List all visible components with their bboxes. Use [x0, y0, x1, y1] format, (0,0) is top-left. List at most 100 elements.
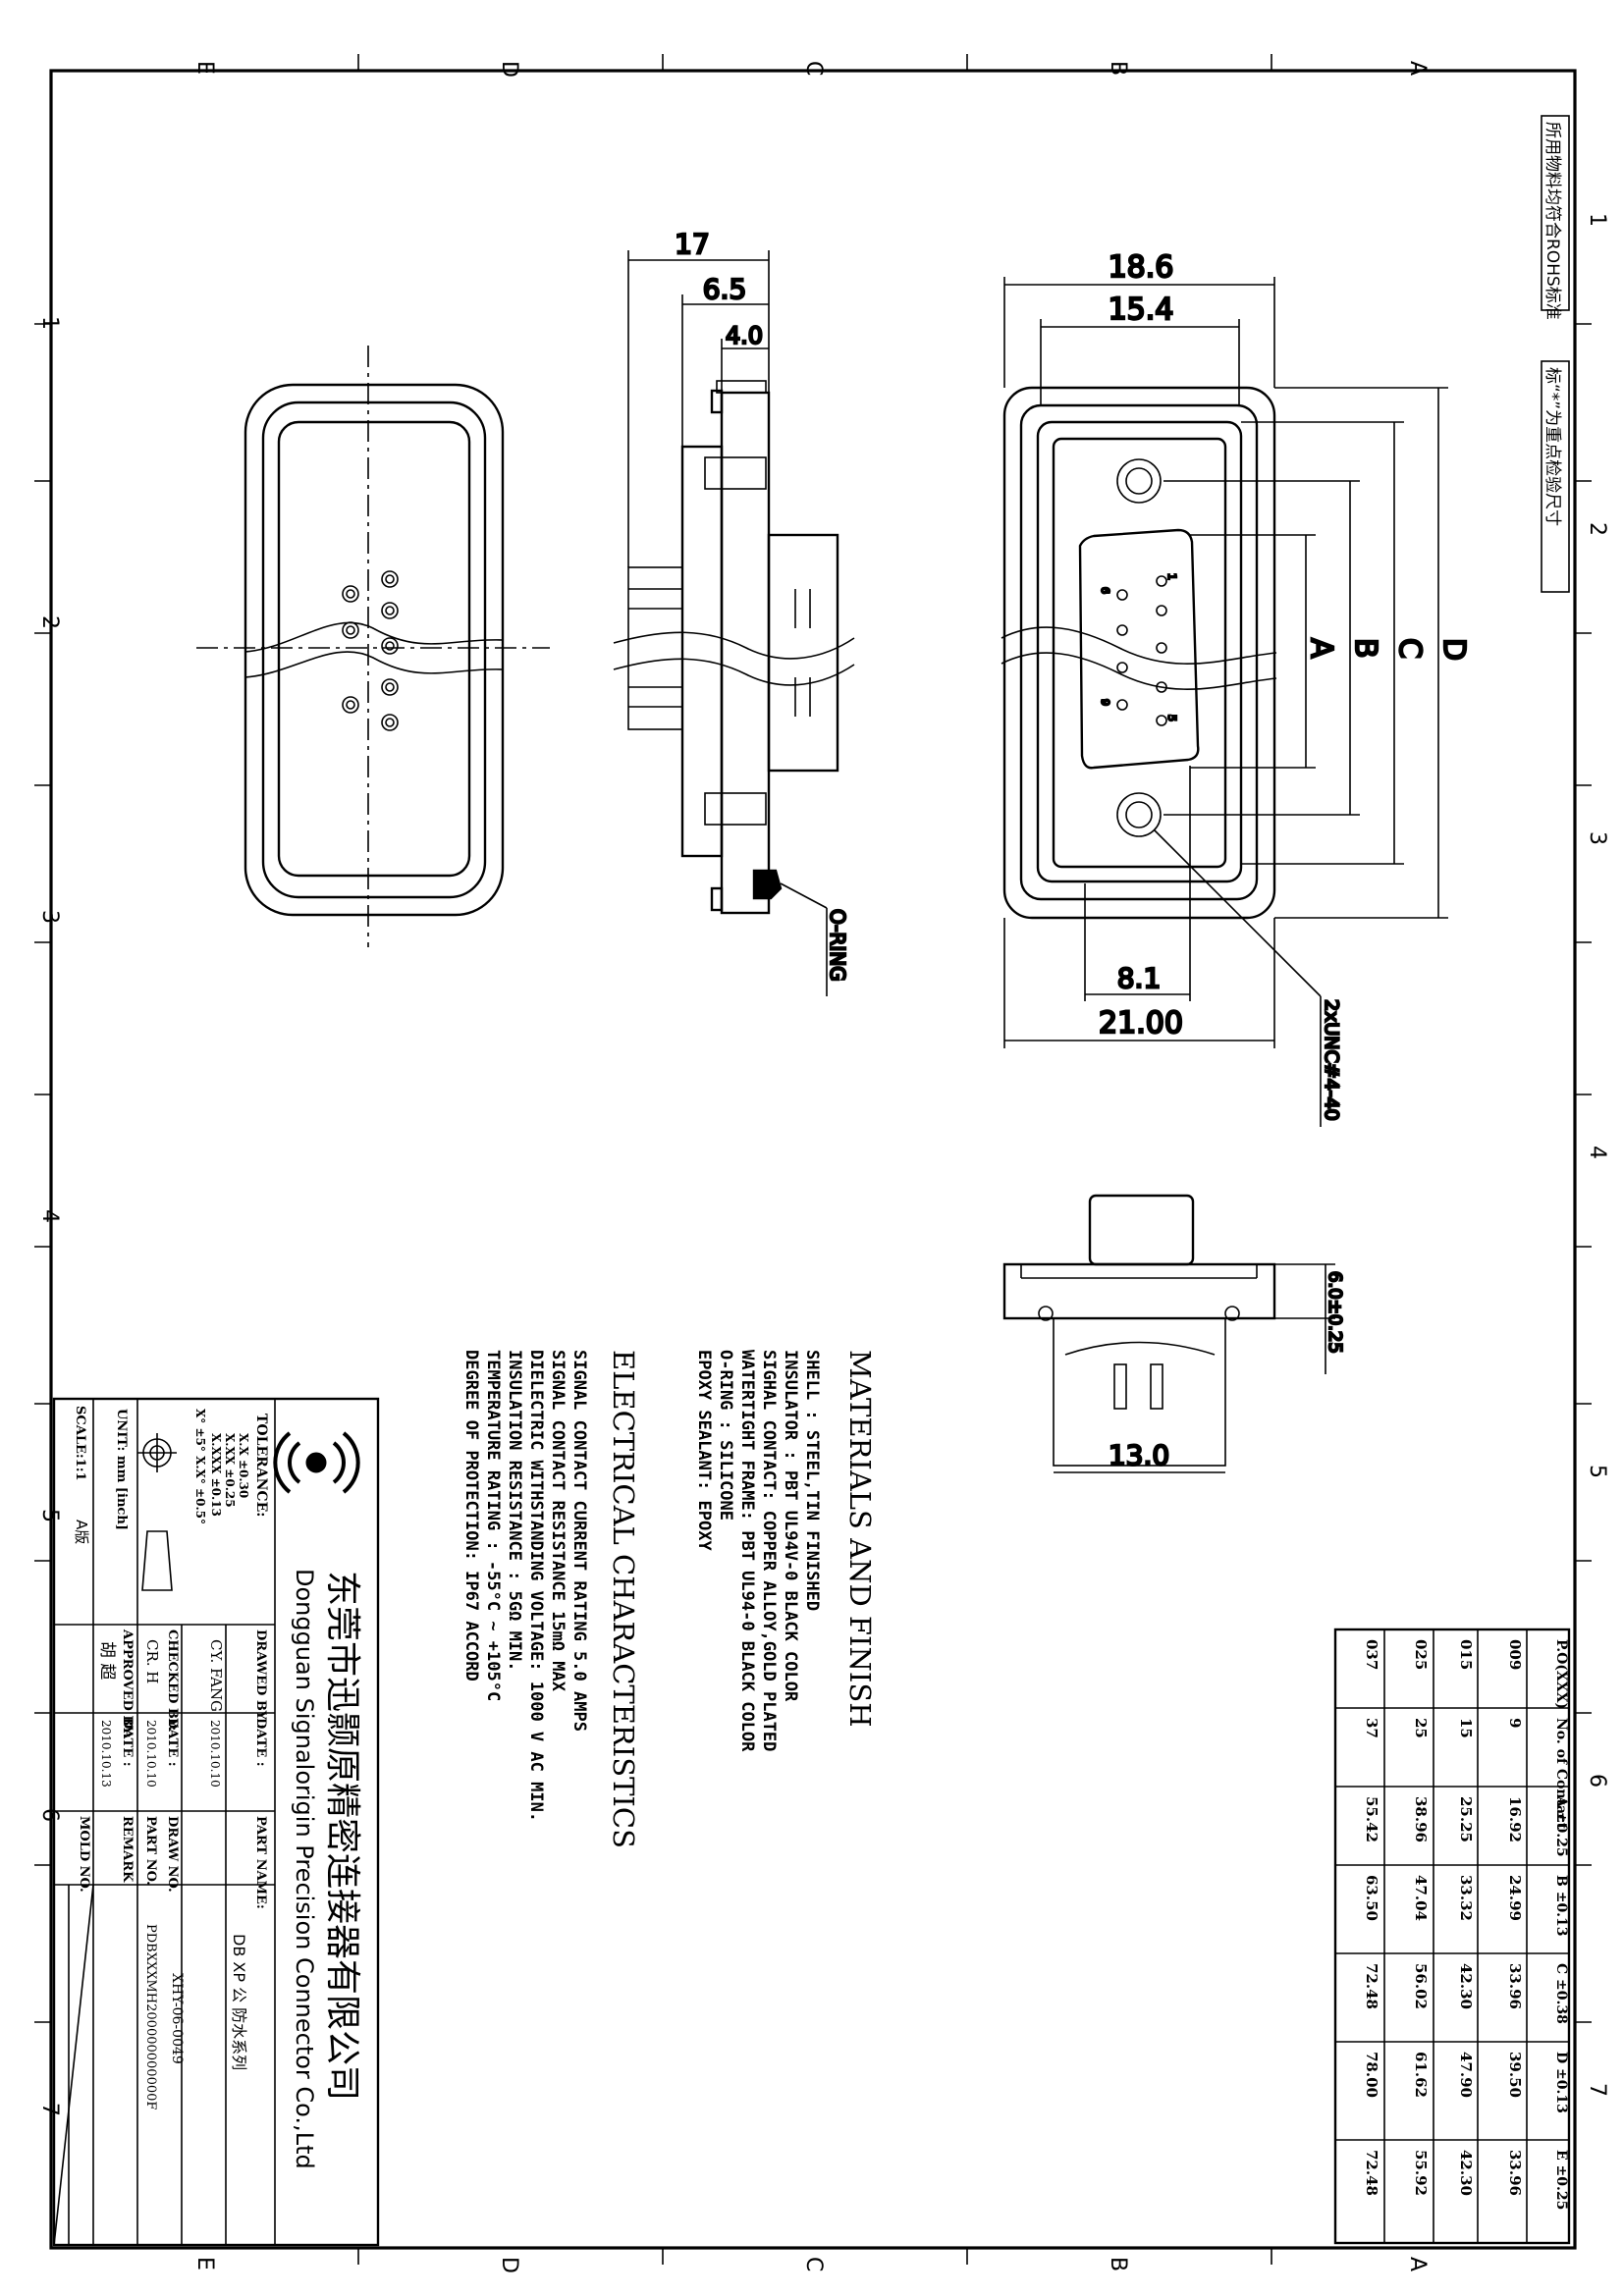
scale-label: SCALE:1:1 [73, 1406, 87, 1481]
drawed-by-label: DRAWED BY : [253, 1629, 268, 1729]
table-cell: 72.48 [1363, 2150, 1380, 2196]
col-letter-bottom-e: E [192, 2257, 217, 2270]
dim-label-c: C [1392, 638, 1427, 659]
label-o-ring: O-RING [826, 909, 849, 982]
col-letter-bottom-d: D [497, 2257, 521, 2273]
materials-block: MATERIALS AND FINISH SHELL : STEEL,TIN F… [694, 1350, 877, 1752]
dim-4-0: 4.0 [726, 322, 763, 349]
side-view: 17 6.5 4.0 O-RING [613, 227, 855, 996]
electrical-title: ELECTRICAL CHARACTERISTICS [607, 1350, 640, 1848]
table-cell: 9 [1506, 1718, 1524, 1728]
table-cell: 37 [1363, 1718, 1380, 1738]
table-cell: 72.48 [1363, 1963, 1380, 2009]
date-1: 2010.10.10 [208, 1720, 222, 1788]
table-header-cell: P.O(XXX) [1553, 1639, 1569, 1709]
row-num-left-7: 7 [37, 2103, 62, 2116]
checked-by: CR. H [143, 1639, 161, 1683]
col-letter-top-b: B [1106, 61, 1130, 76]
dim-21-00: 21.00 [1099, 1006, 1183, 1041]
approved-by: 胡 超 [97, 1641, 117, 1680]
date-label-3: DATE : [120, 1718, 135, 1767]
col-letter-bottom-c: C [801, 2257, 826, 2271]
front-view: 1 5 6 9 18.6 15.4 8.1 21.00 A B C [1001, 249, 1472, 1127]
dim-13-0: 13.0 [1109, 1439, 1169, 1471]
electrical-line-3: DIELECTRIC WITHSTANDING VOLTAGE: 1000 V … [526, 1350, 546, 1822]
row-num-right-7: 7 [1585, 2083, 1609, 2097]
table-cell: 037 [1363, 1639, 1380, 1670]
electrical-line-6: DEGREE OF PROTECTION: IP67 ACCORD [461, 1350, 481, 1682]
company-logo-icon [273, 1431, 360, 1494]
draw-no-label: DRAW NO. [165, 1816, 180, 1893]
table-header-cell: D ±0.13 [1553, 2052, 1569, 2113]
materials-line-3: SIGHAL CONTACT: COPPER ALLOY,GOLD PLATED [759, 1350, 779, 1751]
mold-no-label: MOLD NO. [77, 1816, 91, 1893]
dim-17: 17 [675, 228, 710, 260]
col-letter-top-e: E [192, 61, 217, 75]
materials-line-6: EPOXY SEALANT: EPOXY [694, 1350, 714, 1551]
table-cell: 25.25 [1457, 1796, 1475, 1842]
table-cell: 16.92 [1506, 1796, 1524, 1842]
row-num-left-4: 4 [37, 1209, 62, 1223]
table-cell: 47.04 [1412, 1875, 1430, 1921]
col-letter-bottom-b: B [1106, 2257, 1130, 2271]
dim-8-1: 8.1 [1117, 962, 1162, 994]
row-num-left-6: 6 [37, 1808, 62, 1822]
title-block: 东莞市迅颢原精密连接器有限公司 Dongguan Signalorigin Pr… [52, 1397, 380, 2247]
pin-5-label: 5 [1165, 715, 1178, 721]
part-no: PDBXXXMH200000000000F [143, 1924, 158, 2109]
dim-label-d: D [1436, 638, 1471, 661]
bottom-view: 6.0±0.25 13.0 [1002, 1194, 1346, 1473]
table-cell: 55.92 [1412, 2150, 1430, 2196]
electrical-line-4: INSULATION RESISTANCE : 5GΩ MIN. [505, 1350, 524, 1672]
note-boxes: 所用物料均符合ROHS标准 标“*”为重点检验尺寸 [1541, 115, 1570, 593]
date-label-1: DATE : [253, 1718, 268, 1767]
rear-view [196, 346, 550, 947]
table-cell: 15 [1457, 1718, 1475, 1738]
label-unc-4-40: 2xUNC#4-40 [1321, 999, 1342, 1121]
dim-label-a: A [1304, 638, 1338, 659]
col-letter-top-c: C [801, 61, 826, 76]
note-key-dims: 标“*”为重点检验尺寸 [1542, 367, 1562, 526]
table-cell: 78.00 [1363, 2052, 1380, 2098]
row-num-right-6: 6 [1585, 1774, 1609, 1788]
col-letter-bottom-a: A [1405, 2257, 1430, 2271]
row-num-right-3: 3 [1585, 831, 1609, 845]
table-cell: 61.62 [1412, 2052, 1430, 2098]
drawed-by: CY. FANG [207, 1639, 225, 1712]
row-num-left-5: 5 [37, 1509, 62, 1522]
row-num-right-1: 1 [1585, 213, 1609, 227]
part-no-label: PART NO. [143, 1816, 158, 1886]
table-cell: 33.32 [1457, 1875, 1475, 1921]
sheet-size: A版 [73, 1520, 90, 1544]
row-num-left-1: 1 [37, 316, 62, 330]
electrical-line-1: SIGNAL CONTACT CURRENT RATING 5.0 AMPS [569, 1350, 589, 1732]
materials-line-1: SHELL : STEEL,TIN FINISHED [802, 1350, 822, 1611]
materials-title: MATERIALS AND FINISH [843, 1350, 877, 1728]
table-cell: 015 [1457, 1639, 1475, 1670]
tol-xxx: X.XX ±0.25 [223, 1433, 237, 1508]
row-num-right-4: 4 [1585, 1146, 1609, 1159]
unit-label: UNIT: mm [inch] [114, 1409, 129, 1530]
date-label-2: DATE : [165, 1718, 180, 1767]
dim-15-4: 15.4 [1109, 293, 1174, 327]
company-name-cn: 东莞市迅颢原精密连接器有限公司 [322, 1571, 362, 2101]
date-3: 2010.10.13 [99, 1720, 113, 1788]
part-name: DB XP 公 防水系列 [230, 1934, 248, 2070]
table-cell: 24.99 [1506, 1875, 1524, 1921]
company-name-en: Dongguan Signalorigin Precision Connecto… [291, 1569, 318, 2169]
remark-label: REMARK [120, 1816, 135, 1883]
table-cell: 42.30 [1457, 1963, 1475, 2009]
table-cell: 025 [1412, 1639, 1430, 1670]
row-num-right-5: 5 [1585, 1465, 1609, 1478]
pin-6-label: 6 [1099, 587, 1111, 594]
table-cell: 33.96 [1506, 1963, 1524, 2009]
projection-symbol-icon [137, 1433, 177, 1591]
table-cell: 42.30 [1457, 2150, 1475, 2196]
table-cell: 25 [1412, 1718, 1430, 1738]
dim-label-b: B [1348, 638, 1382, 659]
materials-line-2: INSULATOR : PBT UL94V-0 BLACK COLOR [781, 1350, 800, 1702]
approved-by-label: APPROVED BY: [120, 1629, 135, 1738]
electrical-block: ELECTRICAL CHARACTERISTICS SIGNAL CONTAC… [461, 1350, 640, 1848]
date-2: 2010.10.10 [144, 1720, 158, 1788]
